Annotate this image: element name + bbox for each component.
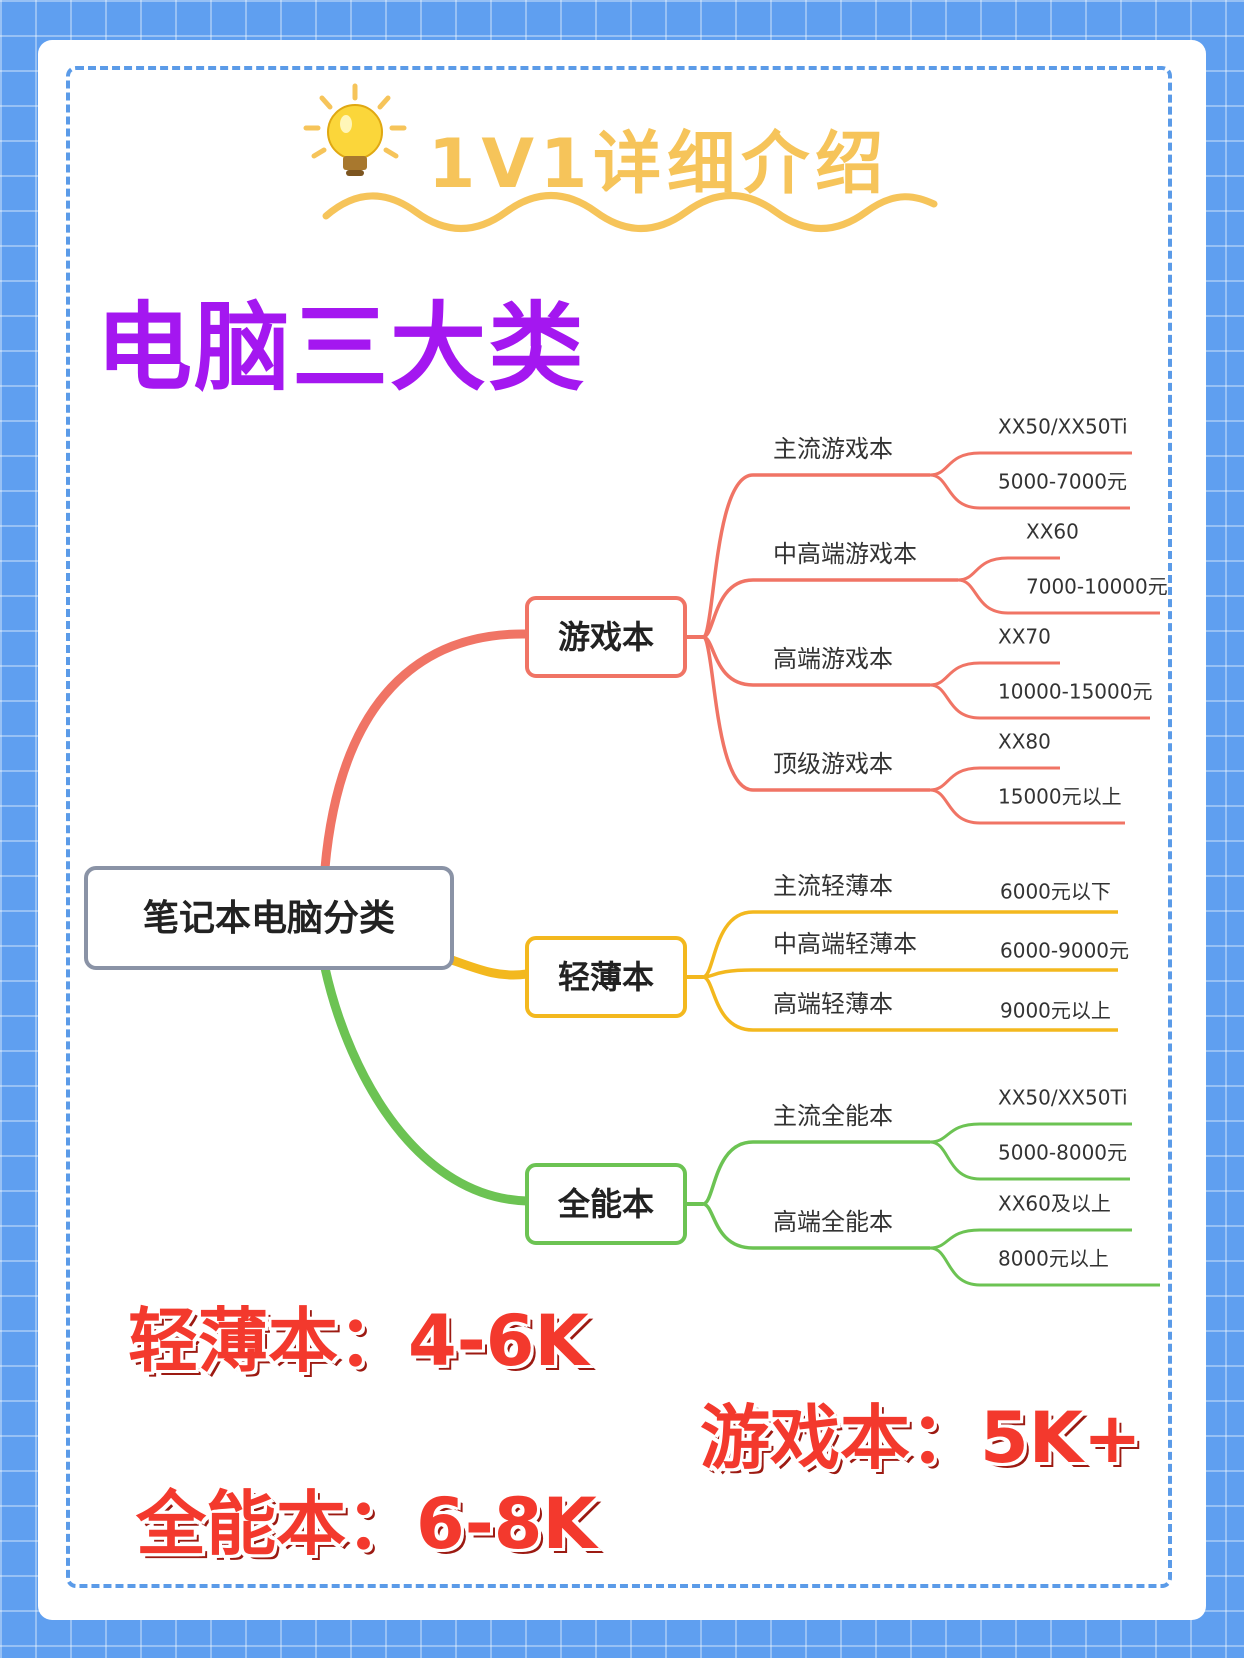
root-branch-link bbox=[320, 963, 532, 1206]
sub-link bbox=[701, 635, 930, 792]
spec-label: 6000-9000元 bbox=[1000, 939, 1129, 963]
spec-link bbox=[929, 473, 1130, 510]
branch-node bbox=[525, 1163, 687, 1245]
sub-node-label: 高端轻薄本 bbox=[773, 990, 893, 1018]
root-node-label: 笔记本电脑分类 bbox=[143, 898, 395, 939]
spec-label: XX80 bbox=[998, 730, 1051, 754]
wavy-underline bbox=[322, 192, 938, 232]
main-title: 电脑三大类 bbox=[96, 292, 586, 404]
sub-link bbox=[702, 578, 958, 639]
sub-link bbox=[702, 910, 1118, 979]
sub-node-label: 高端全能本 bbox=[773, 1208, 893, 1236]
spec-link bbox=[957, 556, 1060, 582]
spec-link bbox=[929, 766, 1060, 792]
branch-node bbox=[525, 936, 687, 1018]
sub-node-label: 主流轻薄本 bbox=[773, 872, 893, 900]
sub-link bbox=[702, 975, 1118, 1032]
sub-node-label: 主流全能本 bbox=[773, 1102, 893, 1130]
spec-label: XX50/XX50Ti bbox=[998, 415, 1128, 439]
branch-node bbox=[525, 596, 687, 678]
spec-label: 8000元以上 bbox=[998, 1247, 1109, 1271]
branch-node-label: 游戏本 bbox=[558, 618, 654, 656]
spec-link bbox=[929, 1246, 1160, 1287]
lightbulb-icon bbox=[303, 83, 407, 176]
sub-link bbox=[702, 1202, 930, 1250]
branch-node-label: 轻薄本 bbox=[558, 958, 654, 996]
price-label-light: 轻薄本：4-6K bbox=[128, 1300, 589, 1382]
sub-link bbox=[701, 473, 930, 639]
sub-node-label: 中高端轻薄本 bbox=[773, 930, 917, 958]
sub-node-label: 中高端游戏本 bbox=[773, 540, 917, 568]
price-label-game: 游戏本：5K+ bbox=[700, 1397, 1142, 1479]
sub-link bbox=[702, 1140, 930, 1206]
spec-label: 5000-8000元 bbox=[998, 1141, 1127, 1165]
spec-link bbox=[929, 1228, 1132, 1250]
spec-link bbox=[957, 578, 1160, 615]
price-label-all: 全能本：6-8K bbox=[136, 1483, 597, 1565]
spec-label: XX60及以上 bbox=[998, 1192, 1111, 1216]
root-branch-link bbox=[447, 955, 532, 980]
spec-label: 7000-10000元 bbox=[1026, 575, 1168, 599]
spec-label: 10000-15000元 bbox=[998, 680, 1152, 704]
branch-node-label: 全能本 bbox=[557, 1185, 654, 1223]
spec-link bbox=[929, 1140, 1130, 1181]
header-title: 1V1详细介绍 bbox=[428, 125, 890, 204]
sub-node-label: 顶级游戏本 bbox=[773, 750, 893, 778]
sub-node-label: 主流游戏本 bbox=[773, 435, 893, 463]
sub-link bbox=[702, 968, 1118, 979]
spec-link bbox=[929, 451, 1132, 477]
spec-label: 9000元以上 bbox=[1000, 999, 1111, 1023]
spec-link bbox=[929, 788, 1125, 825]
sub-node-label: 高端游戏本 bbox=[773, 645, 893, 673]
root-node bbox=[84, 866, 454, 970]
content-card bbox=[38, 40, 1206, 1620]
spec-link bbox=[929, 1122, 1132, 1144]
spec-label: XX60 bbox=[1026, 520, 1079, 544]
spec-label: XX50/XX50Ti bbox=[998, 1086, 1128, 1110]
spec-label: 15000元以上 bbox=[998, 785, 1122, 809]
root-branch-link bbox=[320, 629, 532, 873]
dashed-border bbox=[66, 66, 1172, 1588]
spec-label: XX70 bbox=[998, 625, 1051, 649]
spec-label: 5000-7000元 bbox=[998, 470, 1127, 494]
spec-link bbox=[929, 661, 1060, 687]
spec-label: 6000元以下 bbox=[1000, 880, 1111, 904]
spec-link bbox=[929, 683, 1150, 720]
